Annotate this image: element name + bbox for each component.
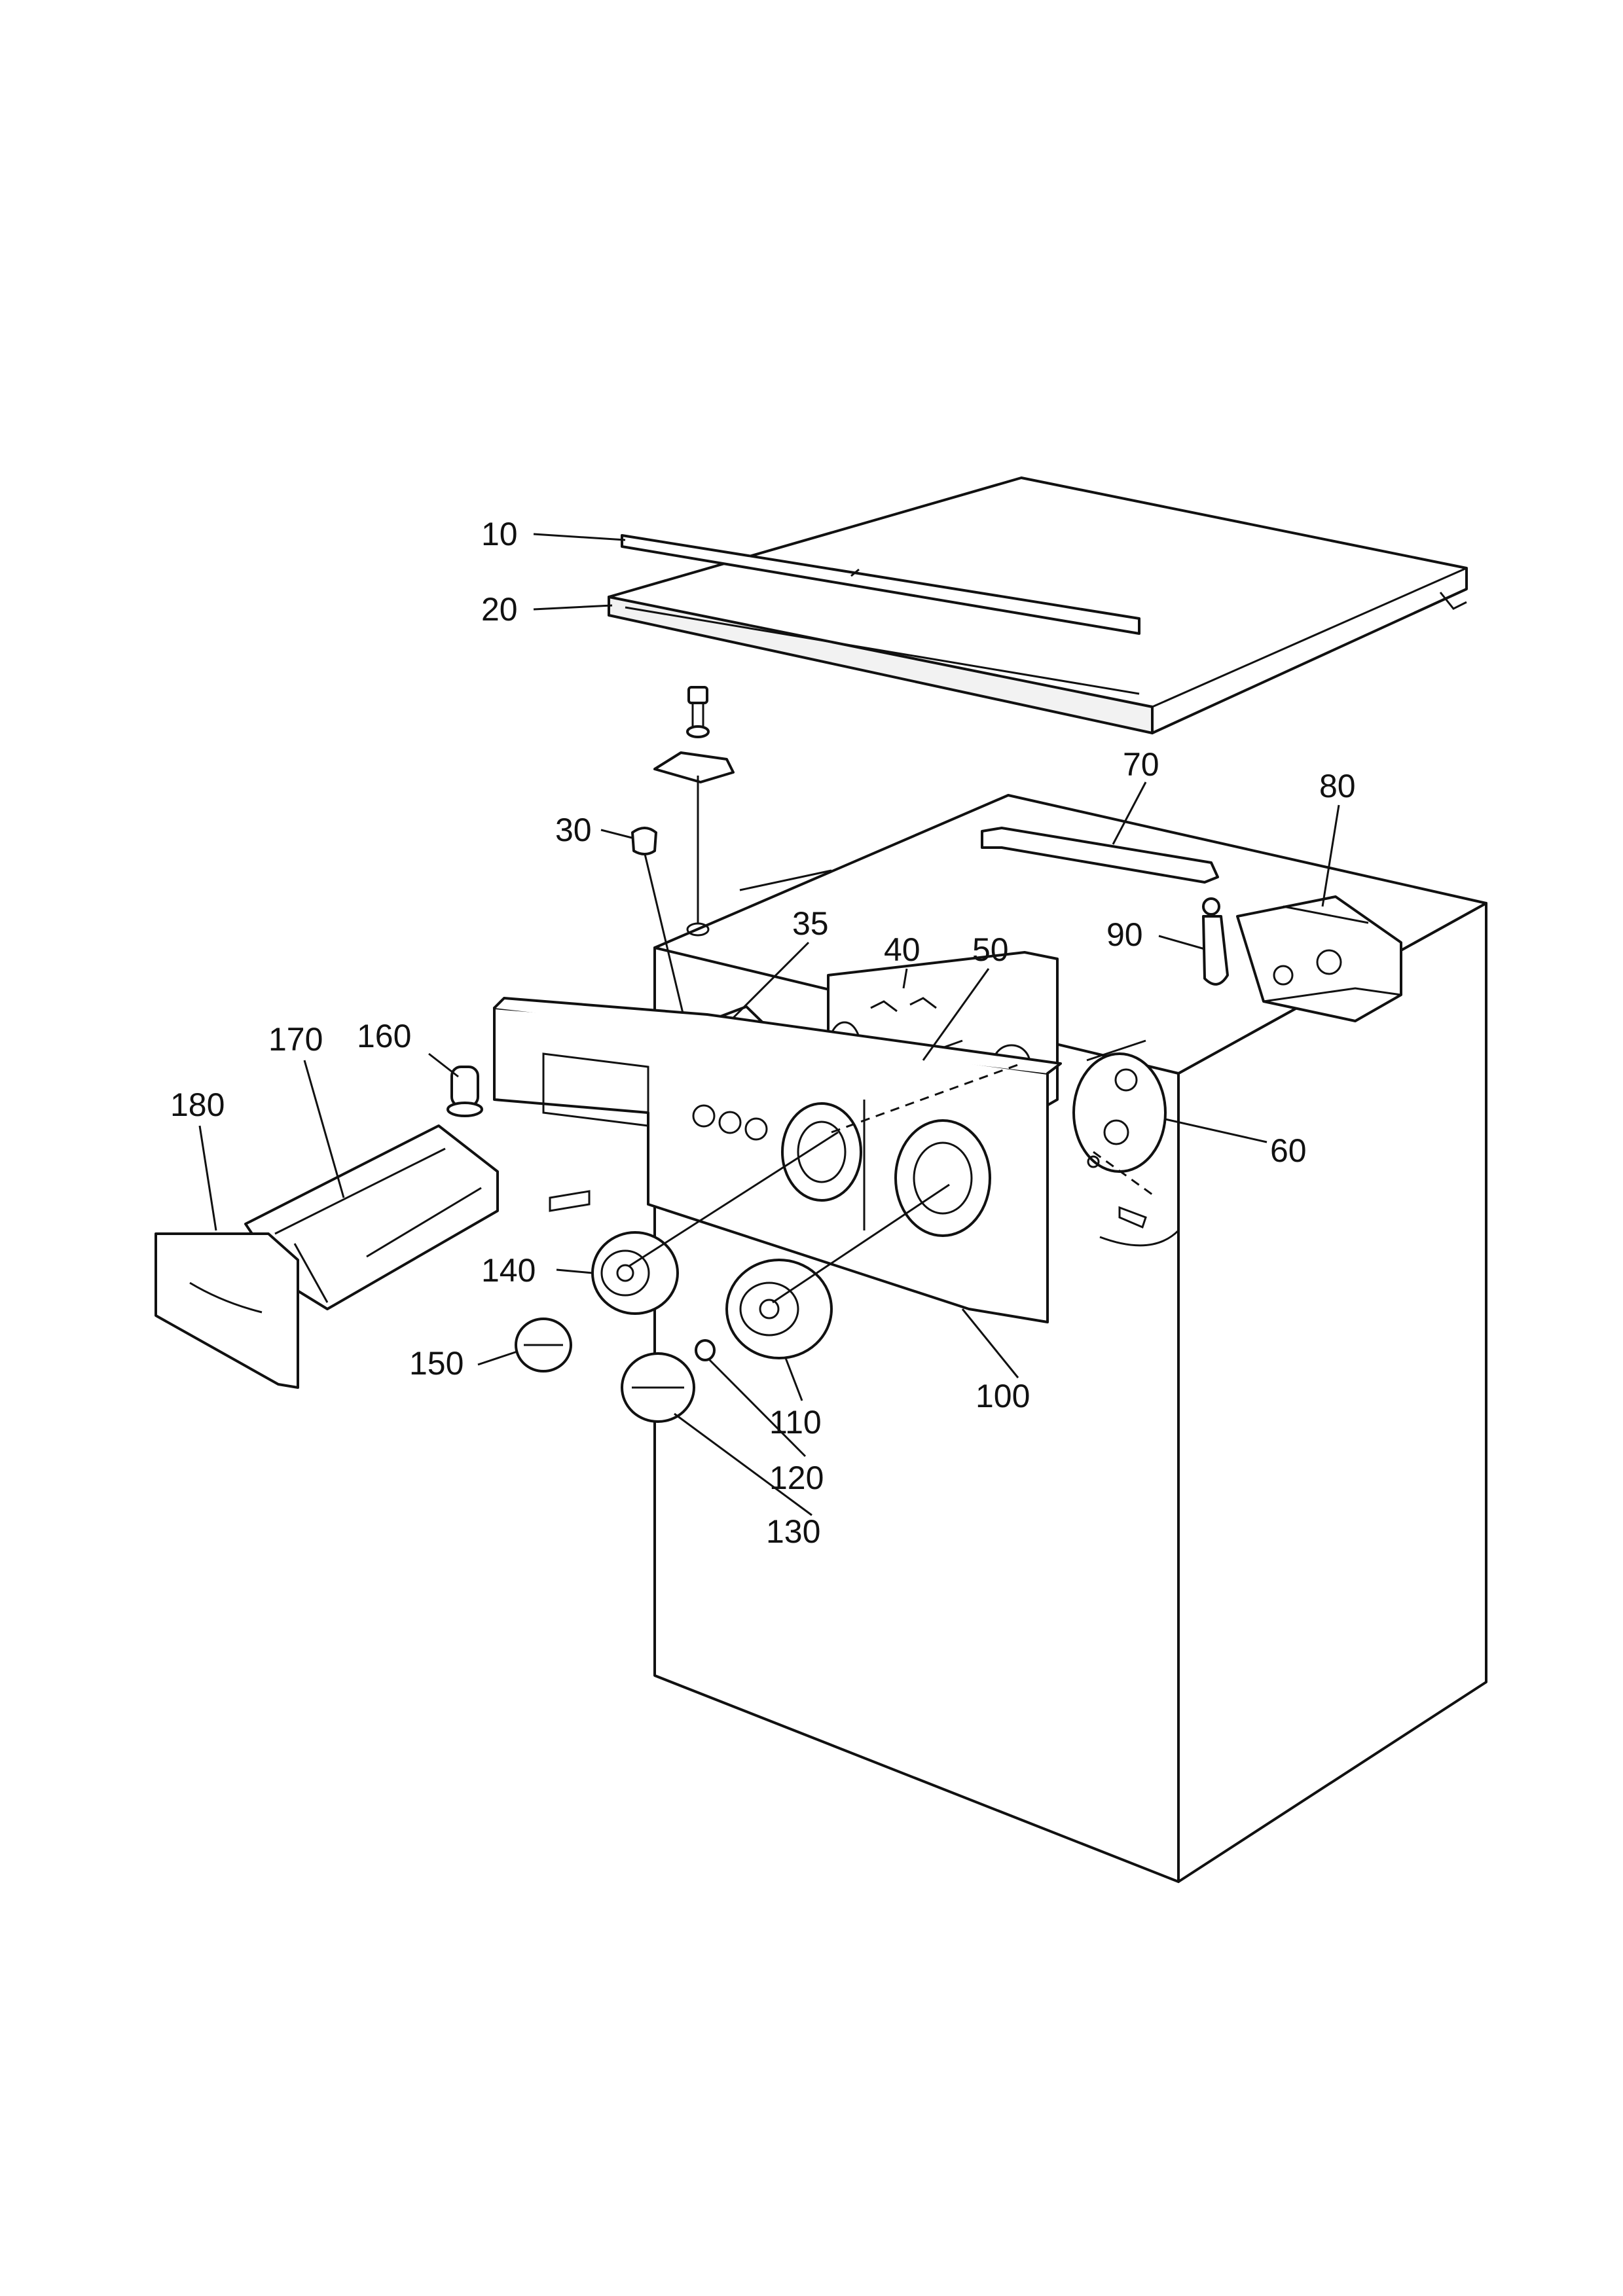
callout-30: 30	[555, 812, 592, 848]
washer-120	[695, 1339, 716, 1361]
callout-10: 10	[481, 516, 518, 552]
callout-60: 60	[1270, 1132, 1307, 1169]
timer-housing	[1072, 1039, 1167, 1173]
callout-110: 110	[769, 1404, 822, 1441]
screw-bracket	[653, 686, 735, 937]
callout-100: 100	[976, 1378, 1030, 1414]
callout-80: 80	[1319, 768, 1356, 804]
drawer-front	[155, 1232, 299, 1389]
callout-90: 90	[1106, 916, 1143, 953]
rear-bracket	[1236, 895, 1402, 1022]
callout-130: 130	[766, 1513, 820, 1550]
callout-20: 20	[481, 591, 518, 628]
knob-ring-110	[725, 1183, 950, 1359]
knob-150	[515, 1318, 572, 1372]
control-panel	[493, 997, 1062, 1323]
callout-35: 35	[792, 905, 829, 942]
support-bar	[981, 827, 1219, 884]
lever	[1202, 897, 1229, 986]
callout-150: 150	[409, 1345, 464, 1382]
callout-40: 40	[884, 931, 921, 968]
callout-120: 120	[769, 1460, 824, 1496]
callout-160: 160	[357, 1018, 411, 1054]
callout-labels: 10 20 30 35 40 50 60 70 80 90 100 110 12…	[170, 516, 1356, 1550]
alignment-lines	[549, 1062, 1153, 1229]
top-strip	[621, 534, 1140, 635]
knob-130	[621, 1352, 695, 1423]
callout-50: 50	[972, 931, 1009, 968]
button-160	[447, 1066, 483, 1117]
callout-170: 170	[268, 1021, 323, 1058]
callout-140: 140	[481, 1252, 536, 1289]
leader-lines	[198, 533, 1340, 1516]
callout-180: 180	[170, 1086, 225, 1123]
callout-70: 70	[1123, 746, 1159, 783]
